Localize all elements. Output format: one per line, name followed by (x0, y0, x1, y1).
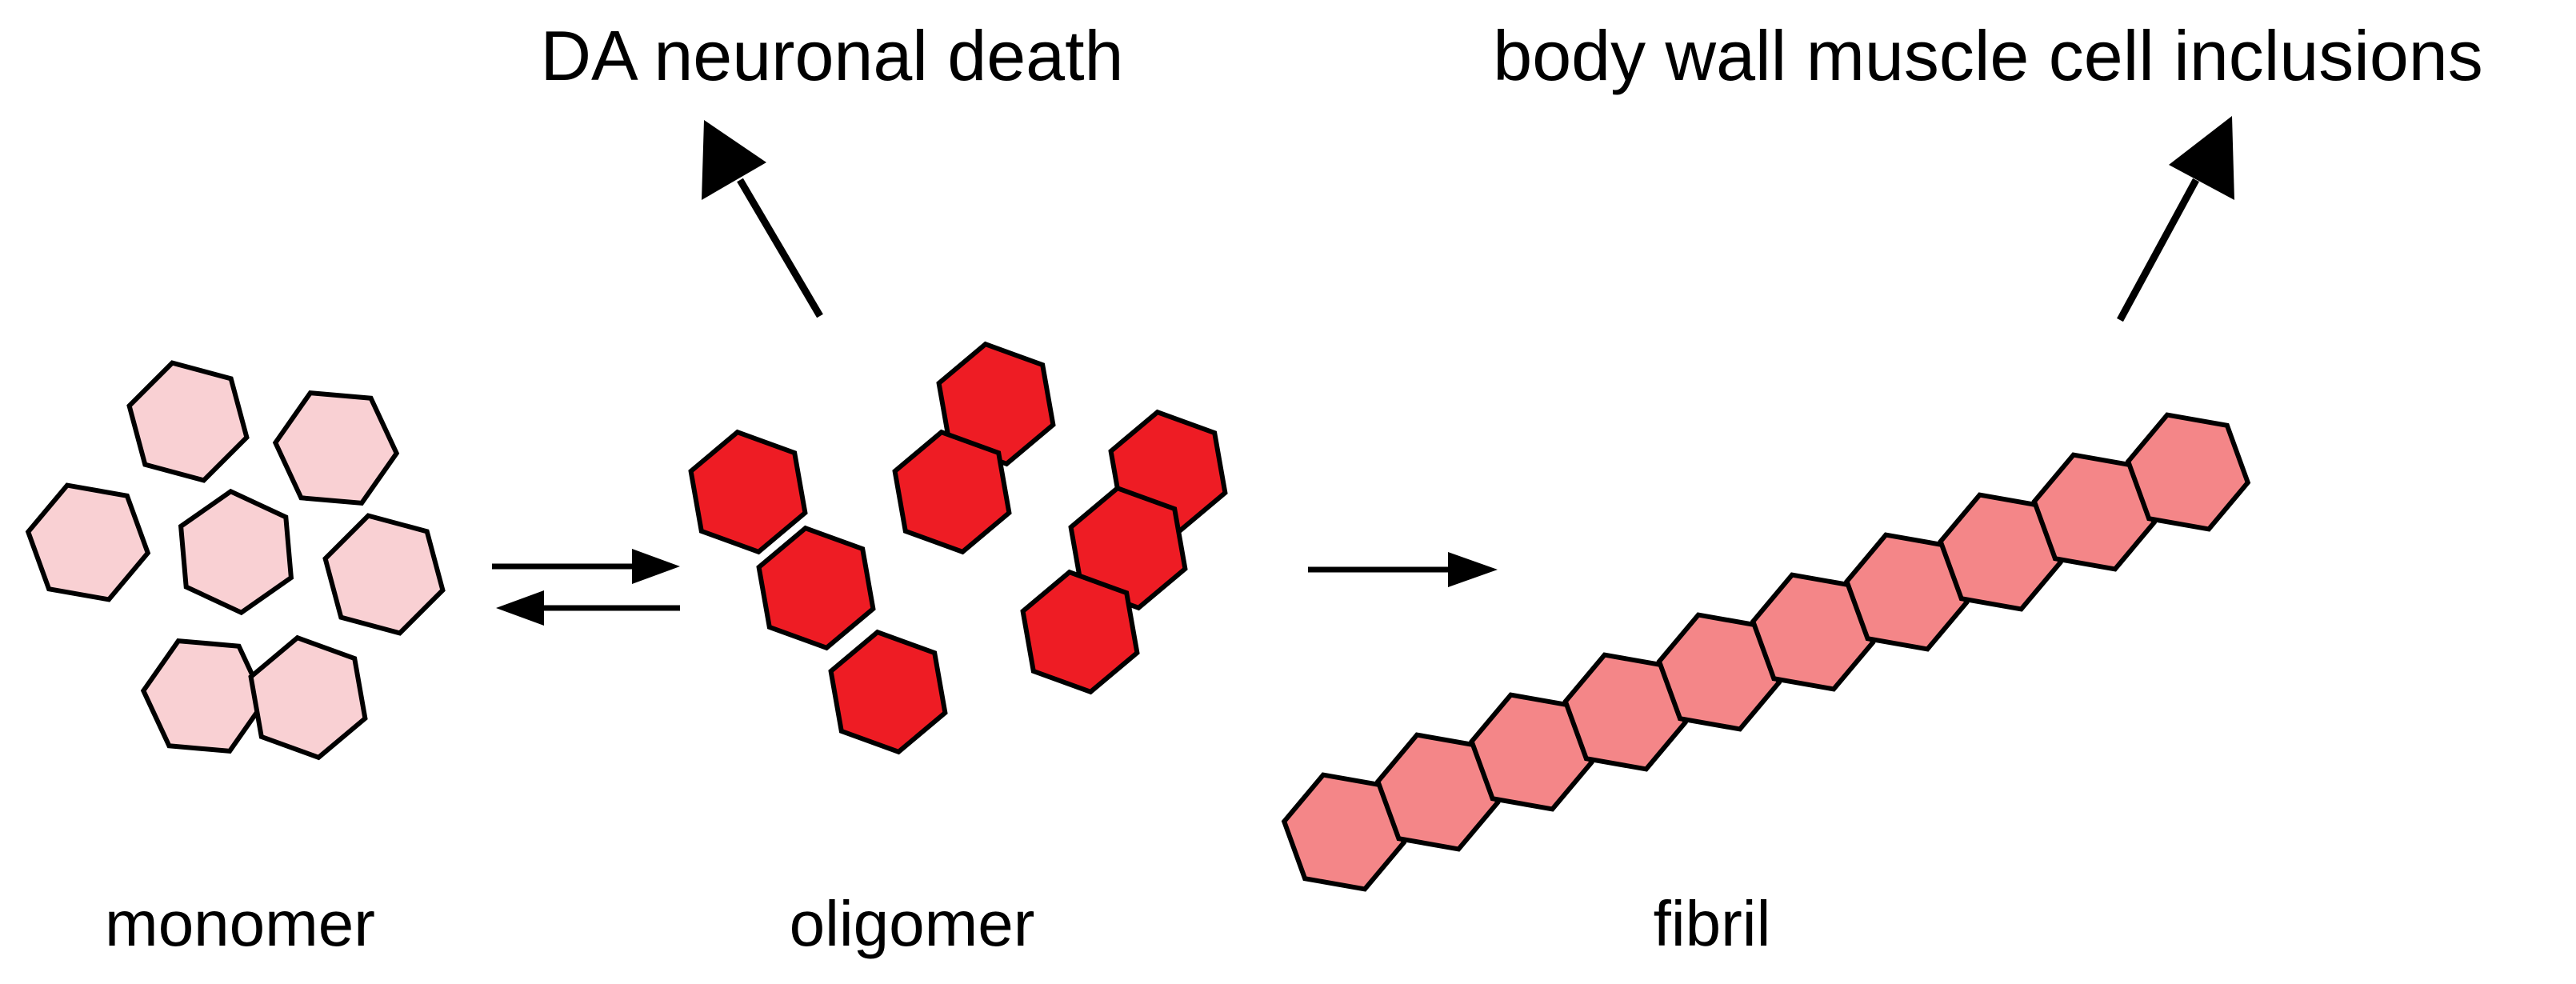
monomer-hexagon (322, 513, 446, 636)
oligomer-group (688, 341, 1228, 755)
oligomer-hexagon (892, 429, 1012, 555)
oligomer-to-monomer-arrow (496, 590, 680, 626)
monomer-group (25, 360, 446, 761)
oligomer-hexagon (688, 429, 808, 555)
monomer-hexagon (178, 488, 294, 616)
oligomer-hexagon (1068, 485, 1188, 611)
fibril-label: fibril (1654, 888, 1771, 959)
oligomer-outcome-label: DA neuronal death (540, 16, 1123, 95)
monomer-hexagon (272, 390, 400, 506)
oligomer-to-fibril-arrow (1308, 552, 1498, 587)
fibril-to-outcome-arrow (2117, 116, 2234, 322)
monomer-label: monomer (105, 888, 375, 959)
oligomer-label: oligomer (790, 888, 1035, 959)
monomer-hexagon (140, 638, 268, 754)
oligomer-hexagon (828, 629, 948, 755)
fibril-outcome-label: body wall muscle cell inclusions (1493, 16, 2482, 95)
fibril-chain (1281, 412, 2251, 892)
monomer-hexagon (126, 360, 250, 483)
monomer-hexagon (248, 634, 368, 761)
monomer-hexagon (25, 482, 151, 602)
oligomer-hexagon (1020, 569, 1140, 695)
monomer-to-oligomer-arrow (492, 549, 680, 584)
fibril-hexagon (2125, 412, 2251, 532)
oligomer-to-outcome-arrow (702, 120, 823, 318)
oligomer-hexagon (936, 341, 1056, 467)
oligomer-hexagon (756, 525, 876, 651)
